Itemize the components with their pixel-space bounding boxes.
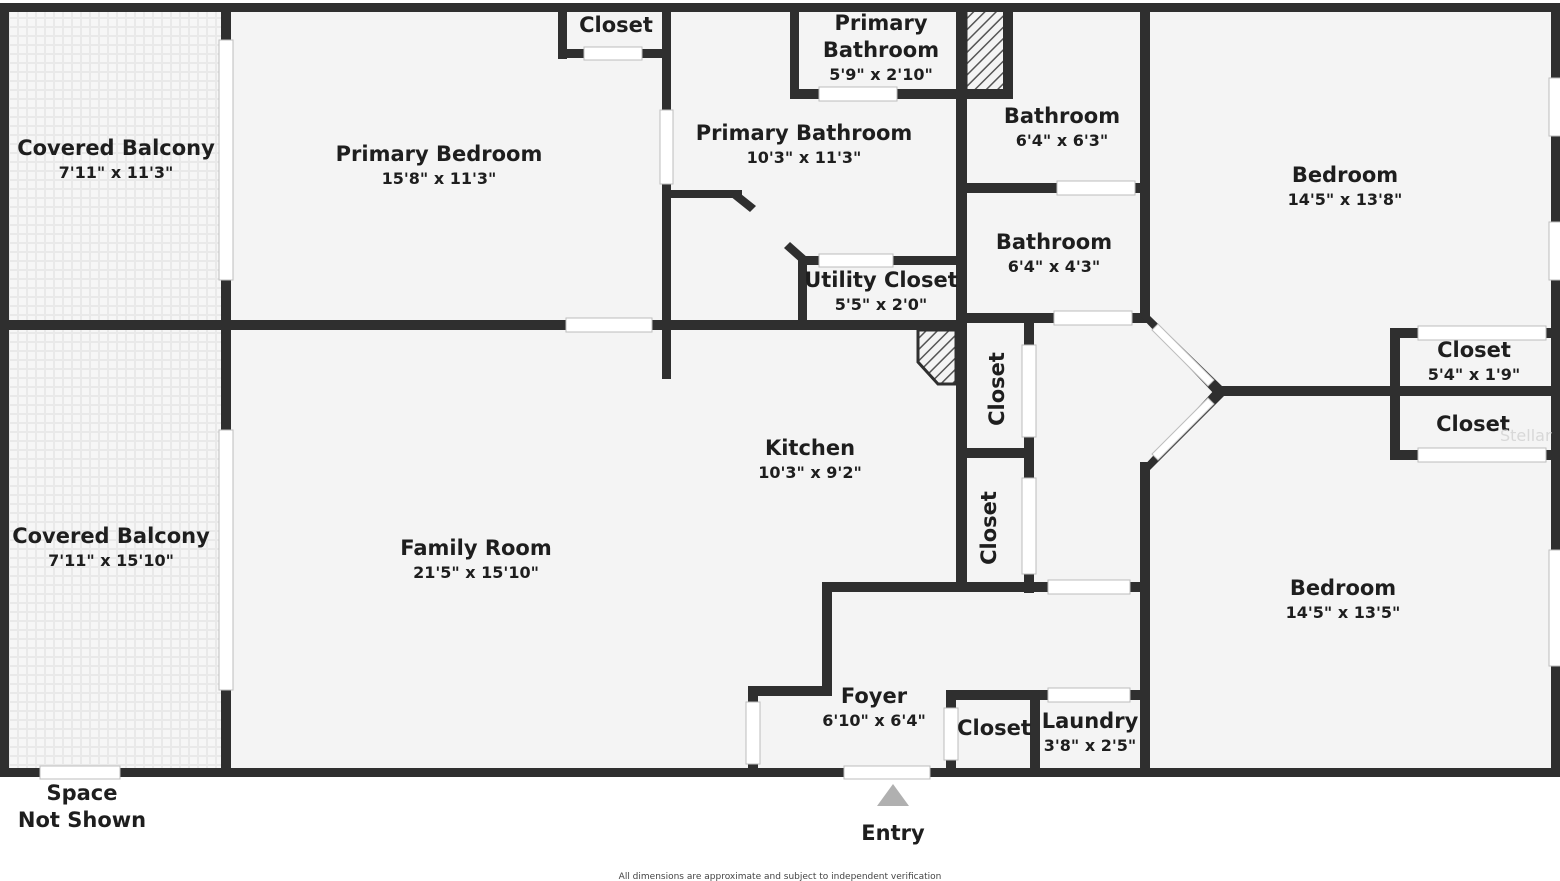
bedroom-top-dims: 14'5" x 13'8" — [1288, 190, 1403, 209]
shaft-top — [964, 8, 1008, 94]
covered-balcony-bottom-name: Covered Balcony — [12, 524, 210, 548]
watermark: Stellar — [1500, 426, 1552, 445]
laundry-dims: 3'8" x 2'5" — [1044, 736, 1136, 755]
closet-right-top-dims: 5'4" x 1'9" — [1428, 365, 1520, 384]
closet-hall-upper-name: Closet — [985, 352, 1009, 426]
bathroom-upper-dims: 6'4" x 6'3" — [1016, 131, 1108, 150]
bedroom-bottom-name: Bedroom — [1290, 576, 1396, 600]
kitchen-name: Kitchen — [765, 436, 855, 460]
primary-bathroom-name: Primary Bathroom — [696, 121, 913, 145]
covered-balcony-bottom-dims: 7'11" x 15'10" — [48, 551, 174, 570]
family-room-dims: 21'5" x 15'10" — [413, 563, 539, 582]
primary-bathroom-dims: 10'3" x 11'3" — [747, 148, 862, 167]
closet-right-top-name: Closet — [1437, 338, 1511, 362]
utility-closet-name: Utility Closet — [804, 268, 958, 292]
entry-arrow-icon — [877, 784, 909, 806]
entry-label: Entry — [861, 821, 925, 845]
disclaimer: All dimensions are approximate and subje… — [619, 872, 942, 881]
primary-bathroom-small-dims: 5'9" x 2'10" — [829, 65, 933, 84]
bedroom-top-name: Bedroom — [1292, 163, 1398, 187]
closet-top-name: Closet — [579, 13, 653, 37]
bathroom-lower-dims: 6'4" x 4'3" — [1008, 257, 1100, 276]
primary-bathroom-small-name-2: Bathroom — [823, 38, 939, 62]
space-not-shown-line1: Space — [46, 781, 117, 805]
family-room-name: Family Room — [400, 536, 551, 560]
utility-closet-dims: 5'5" x 2'0" — [835, 295, 927, 314]
kitchen-dims: 10'3" x 9'2" — [758, 463, 862, 482]
space-not-shown-line2: Not Shown — [18, 808, 146, 832]
closet-right-bottom-name: Closet — [1436, 412, 1510, 436]
covered-balcony-top-name: Covered Balcony — [17, 136, 215, 160]
openings — [39, 39, 1560, 780]
primary-bedroom-name: Primary Bedroom — [336, 142, 543, 166]
foyer-dims: 6'10" x 6'4" — [822, 711, 926, 730]
bathroom-lower-name: Bathroom — [996, 230, 1112, 254]
covered-balcony-top-dims: 7'11" x 11'3" — [59, 163, 174, 182]
bathroom-upper-name: Bathroom — [1004, 104, 1120, 128]
primary-bedroom-dims: 15'8" x 11'3" — [382, 169, 497, 188]
balcony-top-floor — [6, 12, 224, 322]
bedroom-bottom-dims: 14'5" x 13'5" — [1286, 603, 1401, 622]
closet-foyer-name: Closet — [957, 716, 1031, 740]
primary-bathroom-small-name-1: Primary — [834, 11, 927, 35]
balcony-bottom-floor — [6, 330, 224, 770]
closet-hall-lower-name: Closet — [977, 491, 1001, 565]
laundry-name: Laundry — [1042, 709, 1139, 733]
foyer-name: Foyer — [841, 684, 908, 708]
